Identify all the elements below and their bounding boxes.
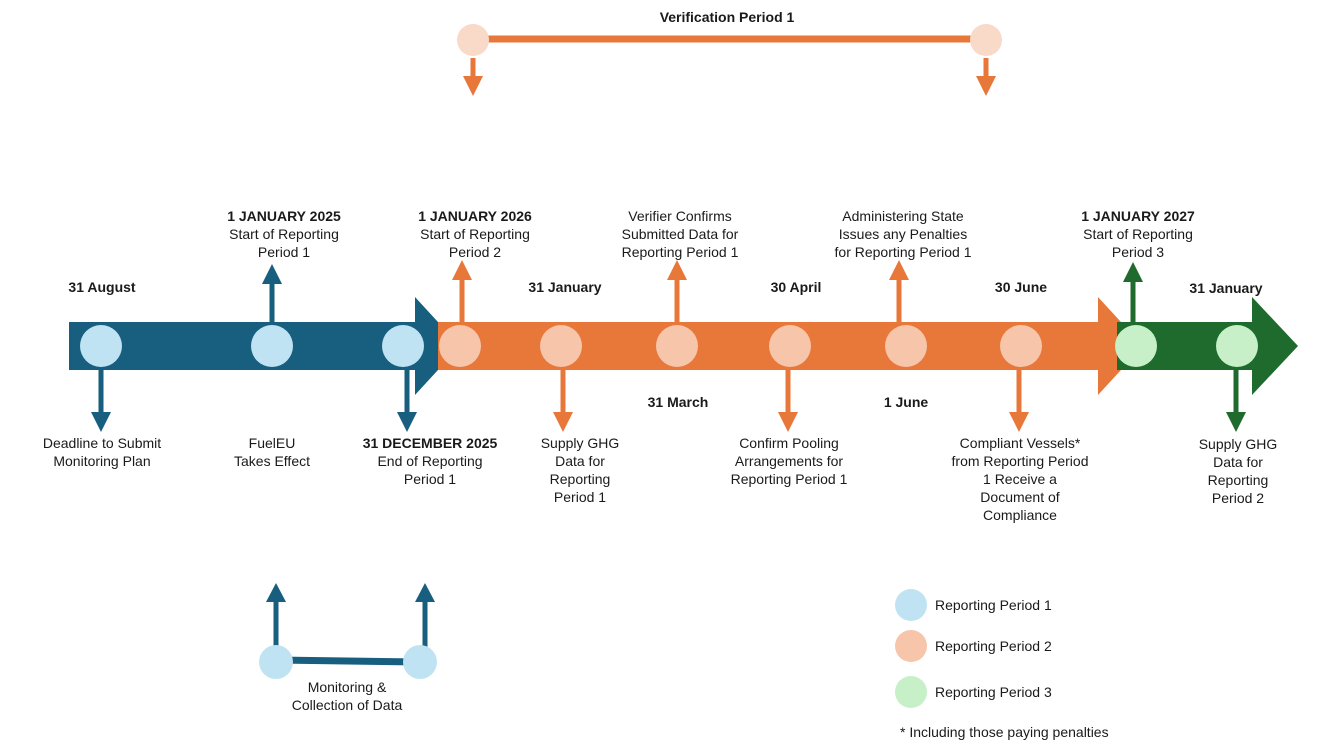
event-text: Start of Reporting Period 2 (420, 226, 530, 260)
up-arrows (262, 260, 1143, 324)
legend-label: Reporting Period 3 (935, 684, 1052, 700)
date-31-january-2027: 31 January (1189, 280, 1263, 296)
milestone-dot (656, 325, 698, 367)
event-text: Start of Reporting Period 3 (1083, 226, 1193, 260)
arrow-up-icon (452, 260, 472, 280)
legend-swatch (895, 676, 927, 708)
arrow-up-icon (889, 260, 909, 280)
arrow-up-icon (415, 583, 435, 602)
milestone-dot (540, 325, 582, 367)
legend-label: Reporting Period 1 (935, 597, 1052, 613)
verification-period-title: Verification Period 1 (659, 9, 795, 25)
date-30-april: 30 April (770, 279, 822, 295)
date-31-march: 31 March (647, 394, 709, 410)
monitoring-label: Monitoring & Collection of Data (292, 678, 403, 714)
event-verifier-confirms: Verifier Confirms Submitted Data for Rep… (622, 207, 739, 261)
milestone-dot (80, 325, 122, 367)
legend-swatch (895, 589, 927, 621)
monitoring-end-dot (403, 645, 437, 679)
down-arrows (91, 368, 1246, 432)
event-text: Supply GHG Data for Reporting Period 1 (540, 435, 620, 505)
event-penalties-issued: Administering State Issues any Penalties… (835, 207, 972, 261)
arrow-up-icon (266, 583, 286, 602)
legend-item-period-1: Reporting Period 1 (895, 588, 1052, 622)
event-date: 1 JANUARY 2026 (418, 208, 532, 224)
event-text: Start of Reporting Period 1 (229, 226, 339, 260)
arrow-down-icon (91, 412, 111, 432)
event-supply-ghg-period-1: Supply GHG Data for Reporting Period 1 (541, 434, 620, 506)
event-start-period-1: 1 JANUARY 2025 Start of Reporting Period… (227, 207, 341, 261)
event-date: 1 JANUARY 2025 (227, 208, 341, 224)
event-start-period-2: 1 JANUARY 2026 Start of Reporting Period… (418, 207, 532, 261)
verification-end-dot (970, 24, 1002, 56)
verification-start-arrow-icon (463, 76, 483, 96)
event-start-period-3: 1 JANUARY 2027 Start of Reporting Period… (1081, 207, 1195, 261)
period-3-arrow (1117, 297, 1298, 395)
event-text: Administering State Issues any Penalties… (834, 208, 972, 260)
verification-start-dot (457, 24, 489, 56)
event-text: Verifier Confirms Submitted Data for Rep… (621, 208, 739, 260)
event-end-period-1: 31 DECEMBER 2025 End of Reporting Period… (363, 434, 498, 488)
milestone-dot (885, 325, 927, 367)
milestone-dot (1115, 325, 1157, 367)
event-date: 31 DECEMBER 2025 (362, 435, 498, 451)
monitoring-line (275, 656, 421, 666)
milestone-dot (1000, 325, 1042, 367)
footnote: * Including those paying penalties (900, 724, 1109, 740)
event-text: End of Reporting Period 1 (377, 453, 483, 487)
arrow-down-icon (397, 412, 417, 432)
legend-item-period-3: Reporting Period 3 (895, 675, 1052, 709)
event-monitoring-plan-deadline: Deadline to Submit Monitoring Plan (43, 434, 161, 470)
date-30-june: 30 June (994, 279, 1048, 295)
monitoring-bracket (259, 583, 437, 679)
milestone-dot (251, 325, 293, 367)
arrow-down-icon (1226, 412, 1246, 432)
monitoring-text: Monitoring & Collection of Data (291, 679, 403, 713)
legend-swatch (895, 630, 927, 662)
event-text: Confirm Pooling Arrangements for Reporti… (730, 435, 848, 487)
milestone-dots (80, 325, 1258, 367)
arrow-down-icon (778, 412, 798, 432)
verification-end-arrow-icon (976, 76, 996, 96)
legend-item-period-2: Reporting Period 2 (895, 629, 1052, 663)
monitoring-start-dot (259, 645, 293, 679)
legend-label: Reporting Period 2 (935, 638, 1052, 654)
milestone-dot (1216, 325, 1258, 367)
milestone-dot (382, 325, 424, 367)
event-supply-ghg-period-2: Supply GHG Data for Reporting Period 2 (1199, 435, 1278, 507)
date-31-august: 31 August (68, 279, 136, 295)
arrow-down-icon (1009, 412, 1029, 432)
event-text: Compliant Vessels* from Reporting Period… (951, 435, 1089, 523)
arrow-up-icon (262, 264, 282, 284)
arrow-up-icon (667, 260, 687, 280)
arrow-up-icon (1123, 262, 1143, 282)
event-date: 1 JANUARY 2027 (1081, 208, 1195, 224)
milestone-dot (769, 325, 811, 367)
date-31-january-2026: 31 January (528, 279, 602, 295)
event-document-of-compliance: Compliant Vessels* from Reporting Period… (952, 434, 1089, 524)
event-text: Deadline to Submit Monitoring Plan (42, 435, 162, 469)
arrow-down-icon (553, 412, 573, 432)
event-text: FuelEU Takes Effect (233, 435, 311, 469)
event-text: Supply GHG Data for Reporting Period 2 (1198, 436, 1278, 506)
date-1-june: 1 June (883, 394, 929, 410)
event-fueleu-takes-effect: FuelEU Takes Effect (234, 434, 310, 470)
verification-period-bracket (457, 24, 1002, 96)
event-confirm-pooling: Confirm Pooling Arrangements for Reporti… (731, 434, 848, 488)
milestone-dot (439, 325, 481, 367)
